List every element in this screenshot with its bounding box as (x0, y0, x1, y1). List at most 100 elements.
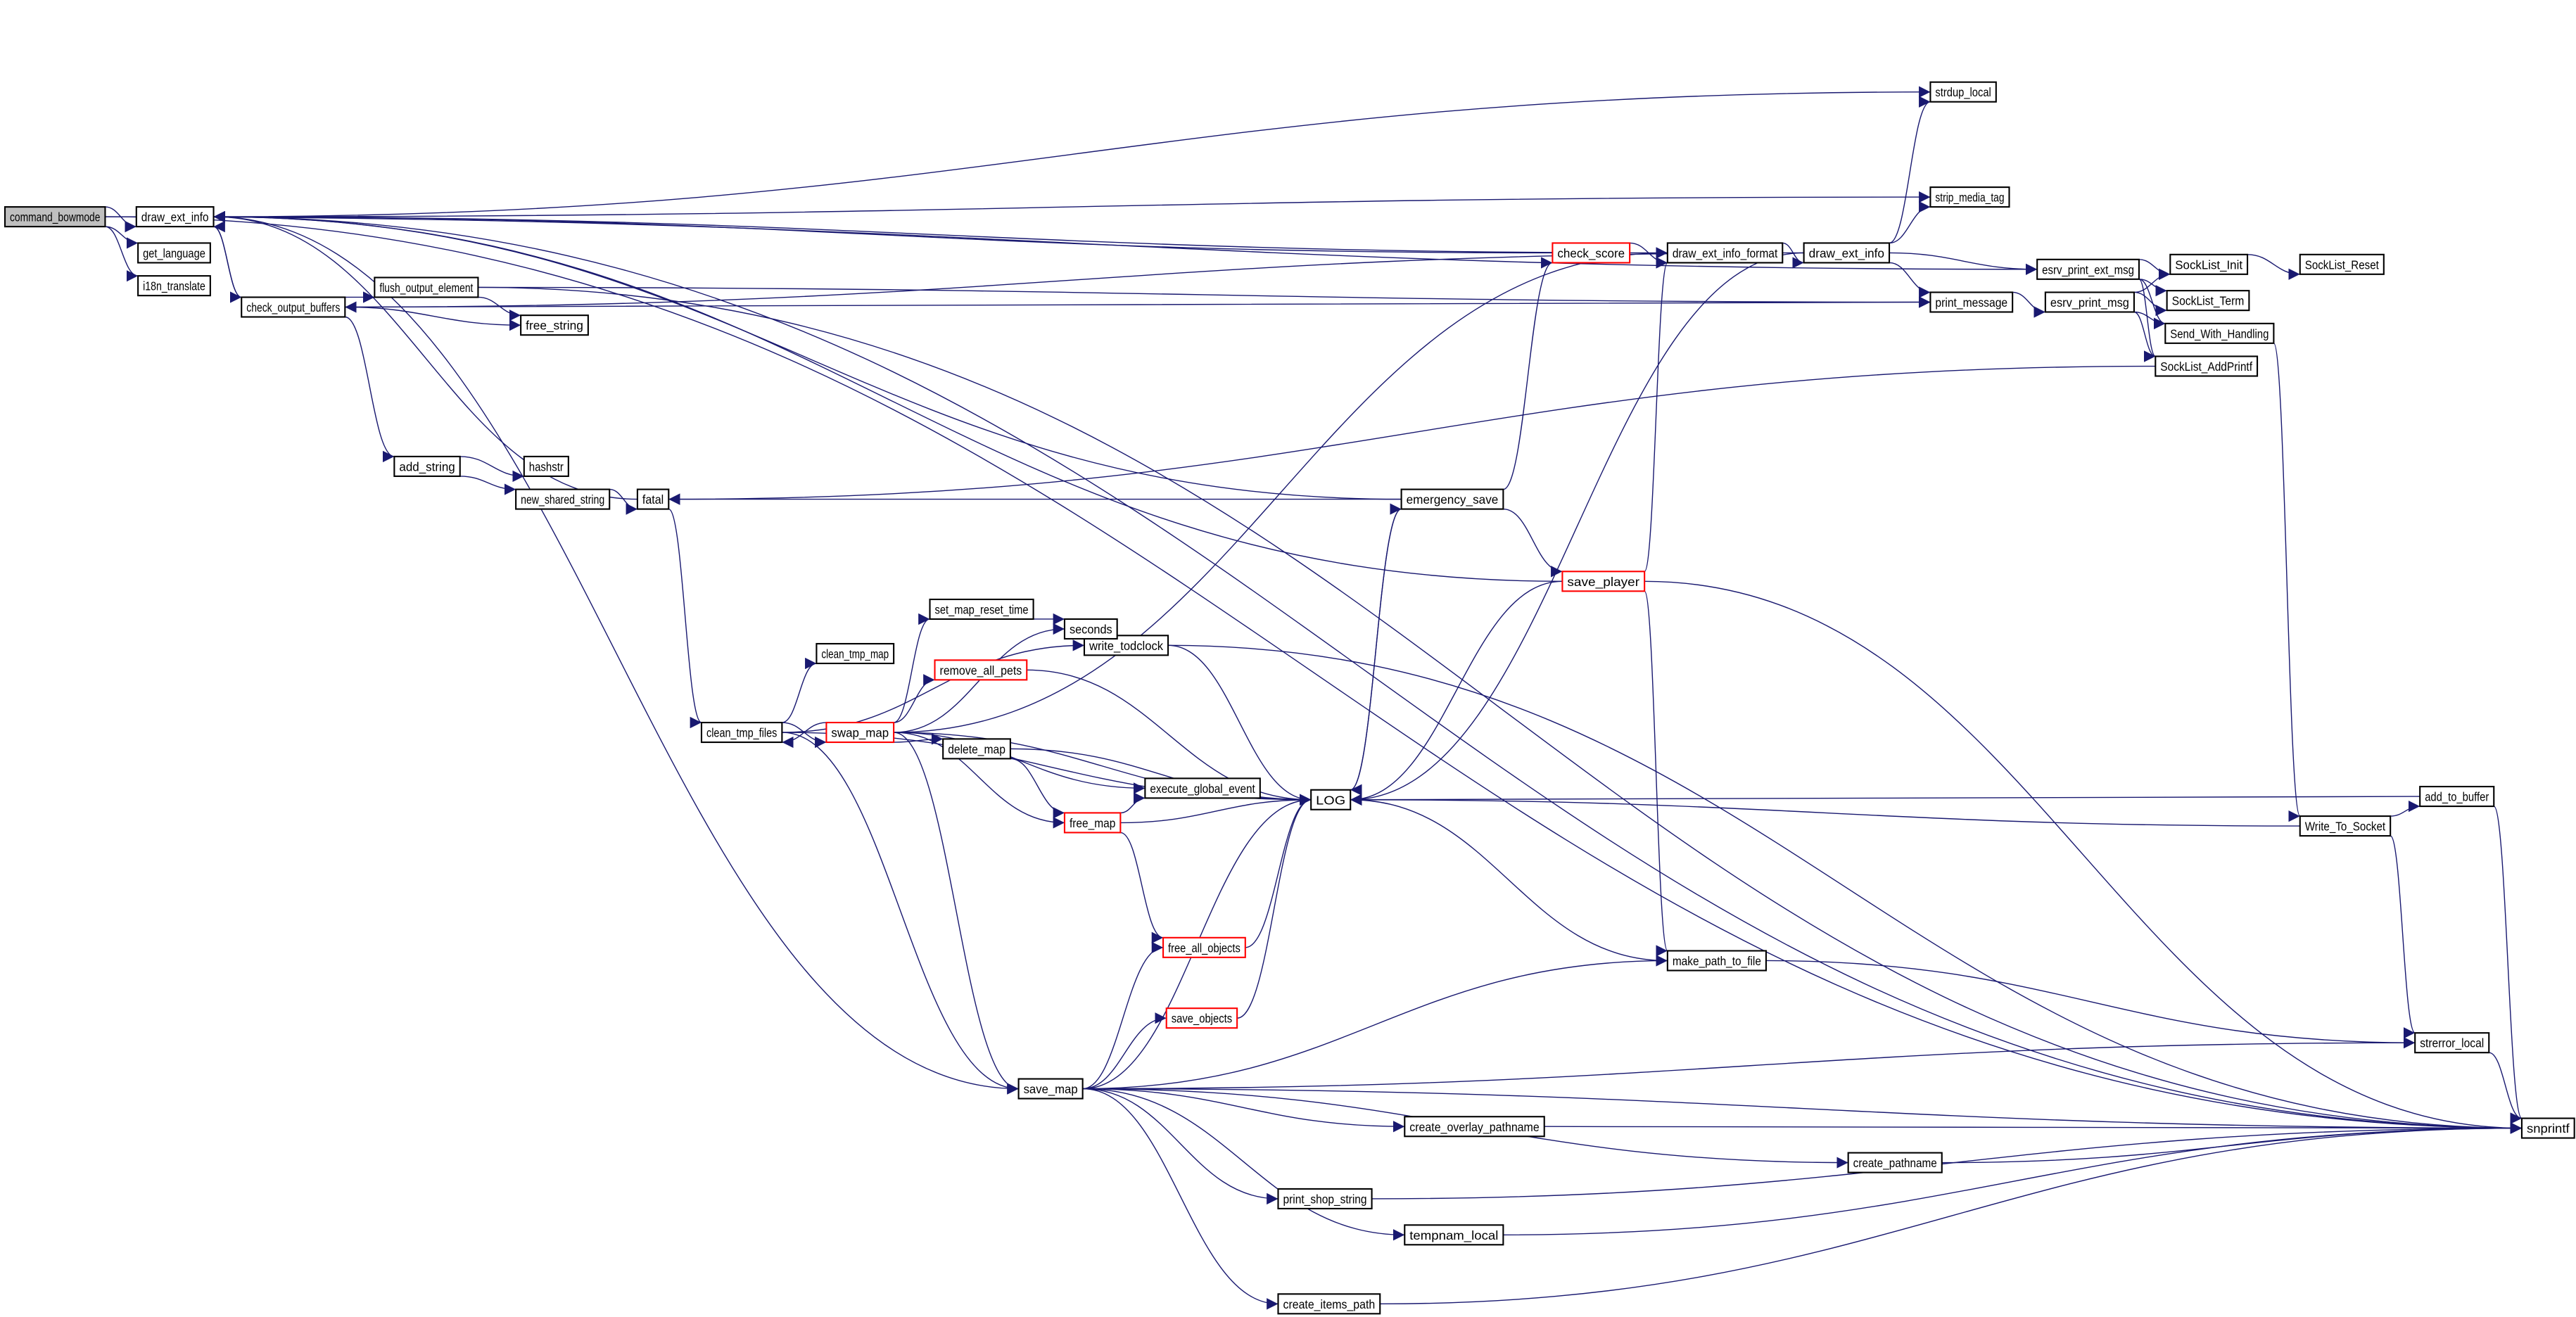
graph-node-create-overlay-pathname[interactable]: create_overlay_pathname (1404, 1116, 1545, 1138)
node-box (1063, 812, 1122, 834)
edge-save_map-to-strerror_local (1082, 1037, 2416, 1090)
graph-node-save-player[interactable]: save_player (1561, 571, 1646, 592)
node-label: add_string (399, 459, 455, 474)
node-label: print_message (1935, 295, 2007, 310)
graph-node-delete-map[interactable]: delete_map (942, 738, 1011, 760)
graph-node-write-to-socket[interactable]: Write_To_Socket (2299, 815, 2392, 837)
graph-node-fatal[interactable]: fatal (636, 488, 670, 510)
edge-swap_map-to-free_map (894, 732, 1065, 829)
node-box (1310, 789, 1352, 810)
edge-check_score-to-draw_ext_info_L (213, 210, 1553, 254)
graph-node-clean-tmp-files[interactable]: clean_tmp_files (700, 721, 783, 744)
node-box (1017, 1078, 1084, 1100)
node-box (2166, 290, 2250, 312)
graph-node-add-string[interactable]: add_string (393, 455, 461, 477)
graph-node-strip-media-tag[interactable]: strip_media_tag (1929, 186, 2010, 208)
graph-node-set-map-reset-time[interactable]: set_map_reset_time (929, 598, 1034, 621)
graph-node-save-map[interactable]: save_map (1017, 1078, 1084, 1100)
node-box (636, 488, 670, 510)
graph-node-remove-all-pets[interactable]: remove_all_pets (934, 659, 1028, 681)
graph-node-save-objects[interactable]: save_objects (1165, 1007, 1238, 1029)
edge-SockList_Init-to-SockList_Reset (2247, 254, 2300, 280)
graph-node-clean-tmp-map[interactable]: clean_tmp_map (816, 642, 895, 665)
graph-node-print-message[interactable]: print_message (1929, 291, 2014, 313)
graph-node-write-todclock[interactable]: write_todclock (1083, 635, 1169, 656)
graph-node-check-score[interactable]: check_score (1552, 242, 1631, 264)
graph-node-draw-ext-info-r[interactable]: draw_ext_info (1803, 242, 1891, 264)
graph-node-check-output-buffers[interactable]: check_output_buffers (241, 296, 346, 318)
node-label: free_all_objects (1168, 941, 1241, 955)
graph-node-snprintf[interactable]: snprintf (2520, 1117, 2575, 1139)
graph-node-get-language[interactable]: get_language (137, 242, 211, 264)
node-box (825, 721, 895, 744)
graph-node-make-path-to-file[interactable]: make_path_to_file (1666, 950, 1767, 972)
graph-node-swap-map[interactable]: swap_map (825, 721, 895, 744)
edge-fatal-to-clean_tmp_files (668, 508, 702, 728)
edge-free_map-to-LOG (1120, 794, 1312, 824)
edge-Send_With_Handling-to-Write_To_Socket (2273, 343, 2301, 822)
graph-node-socklist-addprintf[interactable]: SockList_AddPrintf (2155, 355, 2259, 377)
graph-node-print-shop-string[interactable]: print_shop_string (1277, 1188, 1373, 1209)
edge-draw_ext_info_R-to-print_message (1889, 262, 1931, 298)
node-box (2036, 258, 2140, 280)
node-label: delete_map (948, 742, 1005, 757)
graph-node-i18n-translate[interactable]: i18n_translate (137, 275, 211, 297)
edge-flush_output_element-to-print_message (478, 286, 1931, 308)
graph-node-hashstr[interactable]: hashstr (523, 455, 569, 477)
graph-node-draw-ext-info-l[interactable]: draw_ext_info (135, 206, 215, 228)
node-label: strip_media_tag (1935, 191, 2004, 205)
graph-node-emergency-save[interactable]: emergency_save (1400, 488, 1504, 510)
node-box (2155, 355, 2259, 377)
node-box (241, 296, 346, 318)
graph-node-send-with-handling[interactable]: Send_With_Handling (2164, 322, 2275, 344)
graph-node-socklist-reset[interactable]: SockList_Reset (2299, 253, 2385, 275)
graph-node-create-items-path[interactable]: create_items_path (1277, 1293, 1381, 1315)
graph-node-add-to-buffer[interactable]: add_to_buffer (2419, 786, 2495, 808)
node-label: remove_all_pets (940, 663, 1022, 678)
node-label: swap_map (831, 726, 889, 741)
graph-node-seconds[interactable]: seconds (1063, 618, 1118, 640)
graph-node-strerror-local[interactable]: strerror_local (2414, 1032, 2490, 1054)
edge-save_map-to-print_shop_string (1082, 1088, 1279, 1205)
node-label: i18n_translate (143, 279, 205, 294)
graph-node-free-all-objects[interactable]: free_all_objects (1162, 936, 1246, 958)
edge-esrv_print_ext_msg-to-SockList_Init (2138, 259, 2171, 280)
node-label: esrv_print_msg (2050, 295, 2129, 310)
edge-esrv_print_msg-to-SockList_AddPrintf (2133, 311, 2156, 362)
node-label: execute_global_event (1150, 782, 1255, 796)
graph-node-esrv-print-msg[interactable]: esrv_print_msg (2044, 291, 2135, 313)
graph-node-tempnam-local[interactable]: tempnam_local (1404, 1224, 1504, 1246)
graph-node-execute-global-event[interactable]: execute_global_event (1144, 777, 1261, 799)
edge-draw_ext_info_R-to-LOG (1350, 252, 1804, 806)
node-box (523, 455, 569, 477)
edge-print_shop_string-to-snprintf (1371, 1122, 2522, 1200)
graph-node-command-bowmode[interactable]: command_bowmode (4, 206, 106, 228)
node-label: command_bowmode (10, 210, 101, 225)
edge-check_output_buffers-to-add_string (345, 316, 395, 462)
graph-node-strdup-local[interactable]: strdup_local (1929, 81, 1997, 103)
edge-command_bowmode-to-i18n_translate (105, 226, 139, 282)
graph-node-esrv-print-ext-msg[interactable]: esrv_print_ext_msg (2036, 258, 2140, 280)
graph-node-create-pathname[interactable]: create_pathname (1847, 1152, 1943, 1173)
edge-esrv_print_ext_msg-to-SockList_Term (2138, 279, 2167, 297)
graph-node-log[interactable]: LOG (1310, 789, 1352, 810)
node-label: draw_ext_info (1809, 246, 1885, 261)
node-label: snprintf (2527, 1121, 2570, 1135)
edge-draw_ext_info_L-to-strip_media_tag (213, 191, 1931, 217)
edge-save_map-to-make_path_to_file (1082, 955, 1668, 1090)
graph-node-socklist-init[interactable]: SockList_Init (2169, 253, 2249, 275)
graph-node-draw-ext-info-format[interactable]: draw_ext_info_format (1666, 242, 1784, 264)
edge-draw_ext_info_L-to-strdup_local (213, 86, 1931, 217)
node-label: set_map_reset_time (935, 603, 1029, 618)
edge-swap_map-to-draw_ext_info_format (894, 247, 1668, 733)
node-box (1063, 618, 1118, 640)
graph-node-socklist-term[interactable]: SockList_Term (2166, 290, 2250, 312)
node-box (1165, 1007, 1238, 1029)
graph-node-flush-output-element[interactable]: flush_output_element (374, 276, 479, 298)
graph-node-new-shared-string[interactable]: new_shared_string (515, 488, 611, 510)
edge-save_map-to-free_all_objects (1082, 941, 1164, 1090)
graph-node-free-string[interactable]: free_string (520, 314, 589, 336)
graph-node-free-map[interactable]: free_map (1063, 812, 1122, 834)
node-label: SockList_Init (2175, 257, 2242, 272)
node-box (374, 276, 479, 298)
